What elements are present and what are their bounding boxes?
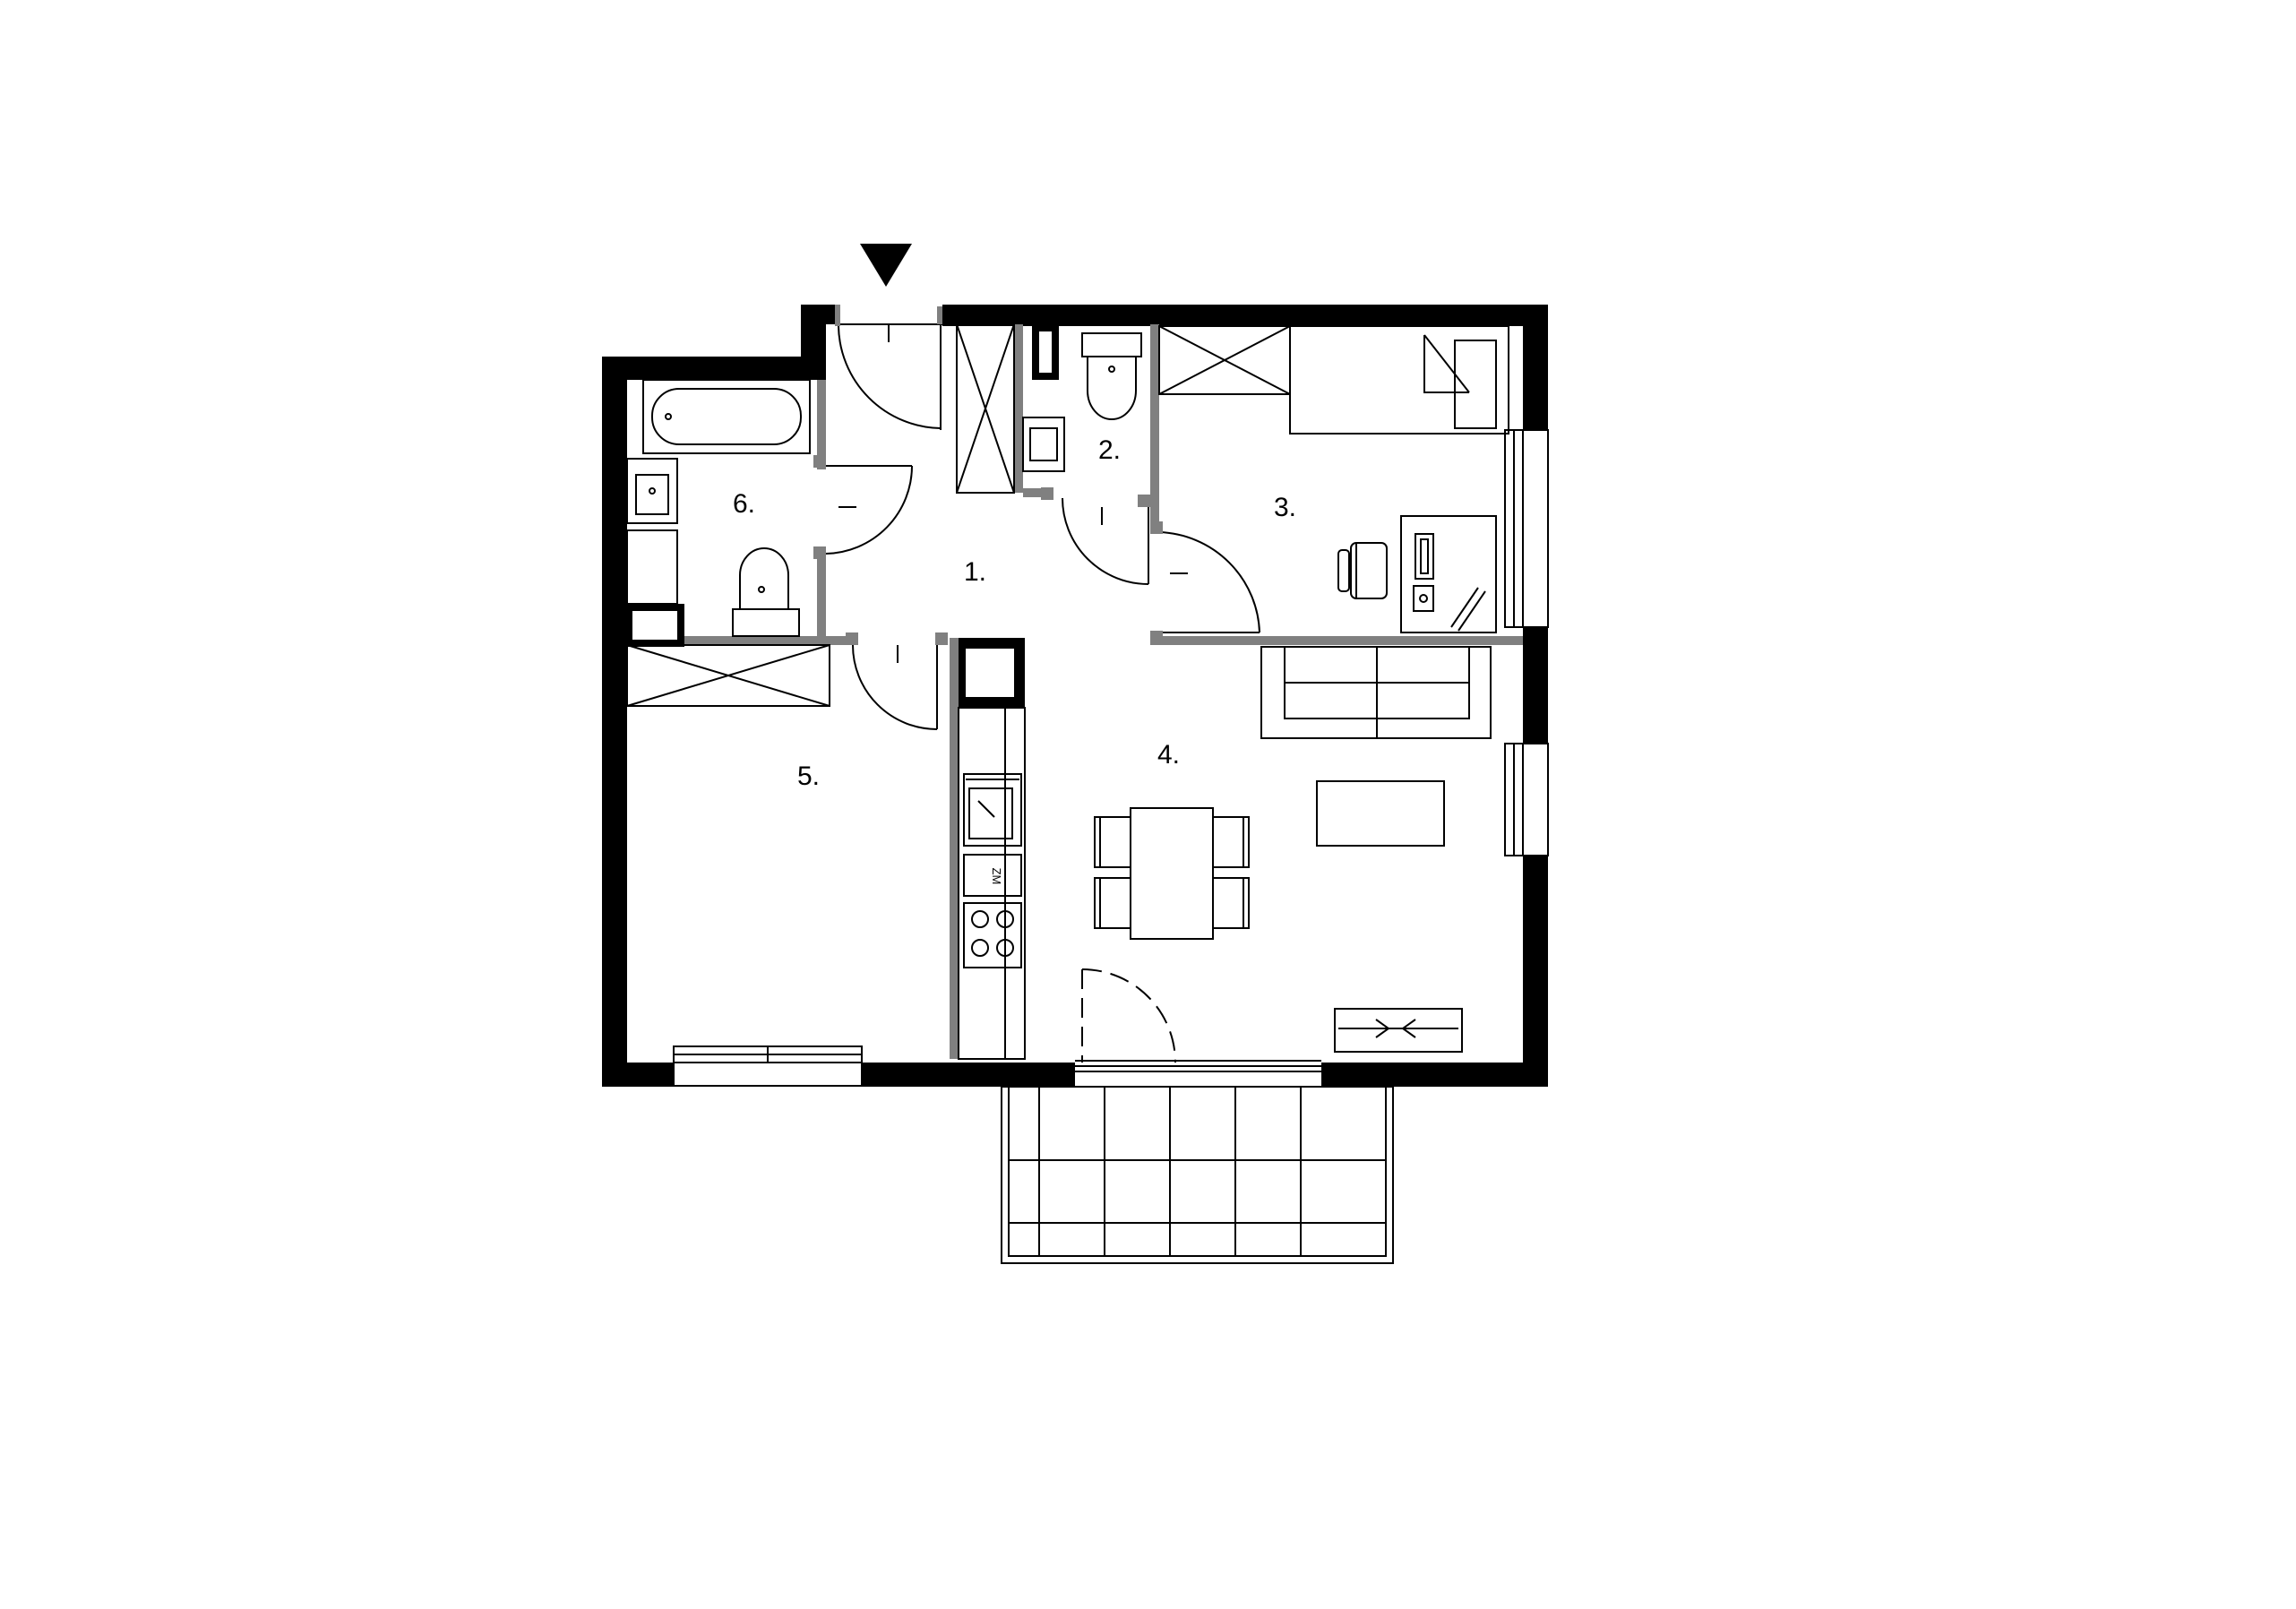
doors <box>825 323 1260 1063</box>
desk <box>1400 515 1497 633</box>
wardrobes <box>626 323 1291 707</box>
wc-toilet <box>1081 332 1142 420</box>
office-chair <box>1337 542 1388 599</box>
room-label-3: 3. <box>1274 493 1296 522</box>
washing-machine <box>626 529 678 605</box>
balcony <box>1001 1086 1394 1264</box>
washer-label: ZM <box>990 868 1003 885</box>
room-label-1: 1. <box>964 557 986 587</box>
room-label-2: 2. <box>1098 435 1121 465</box>
kitchen-counter <box>958 707 1026 1060</box>
bathtub <box>642 379 811 454</box>
entrance-arrow-icon <box>860 244 912 287</box>
windows <box>673 429 1549 1087</box>
room-label-4: 4. <box>1157 740 1180 770</box>
exterior-walls <box>602 305 1548 1087</box>
dining-table <box>1094 807 1250 940</box>
wc-sink <box>1022 417 1065 472</box>
sofa <box>1260 646 1492 739</box>
coffee-table <box>1316 780 1445 847</box>
room-label-5: 5. <box>797 761 820 791</box>
bathroom-sink <box>626 458 678 524</box>
room-label-6: 6. <box>733 489 755 519</box>
tv-cabinet <box>1334 1008 1463 1053</box>
single-bed <box>1289 325 1509 435</box>
toilet <box>732 547 800 637</box>
